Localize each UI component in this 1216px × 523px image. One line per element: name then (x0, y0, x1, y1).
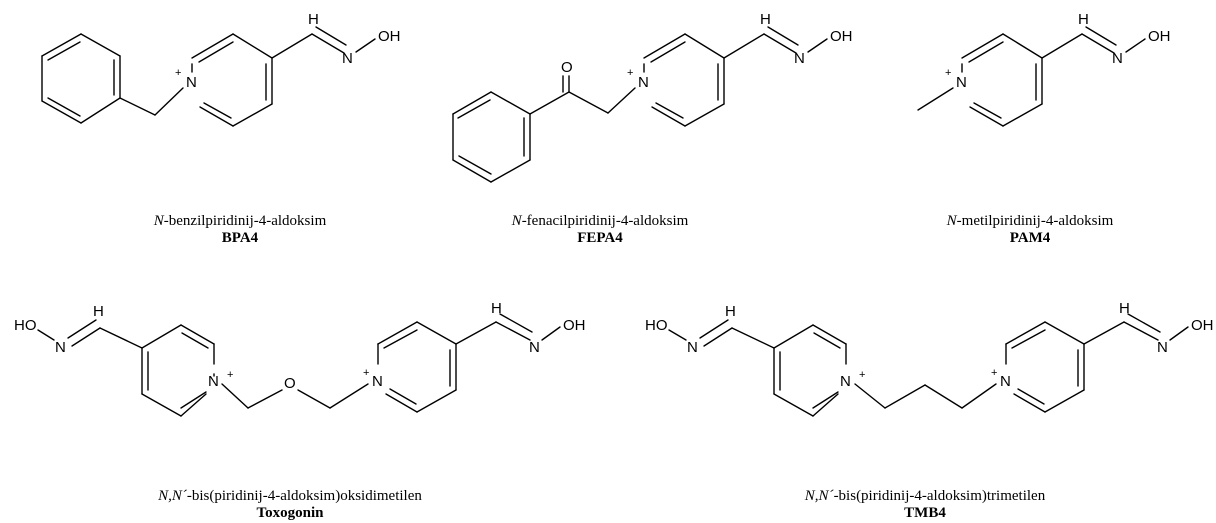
caption-bpa4-prefix: N (153, 213, 164, 229)
toxogonin-right-ring-nitrogen: N (372, 373, 383, 390)
caption-pam4-code: PAM4 (1009, 230, 1051, 246)
toxogonin-structure: HO N H N + O N + (14, 300, 586, 417)
caption-tmb4-code: TMB4 (904, 505, 946, 521)
caption-fepa4-code: FEPA4 (577, 230, 623, 246)
toxogonin-right-charge: + (363, 367, 369, 379)
caption-pam4: N-metilpiridinij-4-aldoksim PAM4 (900, 213, 1160, 247)
pam4-oxime-nitrogen: N (1112, 50, 1123, 67)
toxogonin-right-oxime-nitrogen: N (529, 339, 540, 356)
caption-tmb4-name: -bis(piridinij-4-aldoksim)trimetilen (833, 488, 1046, 504)
bpa4-charge: + (175, 67, 181, 79)
caption-pam4-name: -metilpiridinij-4-aldoksim (956, 213, 1114, 229)
caption-toxogonin: N,N´-bis(piridinij-4-aldoksim)oksidimeti… (120, 488, 460, 522)
tmb4-left-hydroxyl: HO (645, 317, 668, 334)
bpa4-ring-nitrogen: N (186, 74, 197, 91)
caption-toxogonin-code: Toxogonin (256, 505, 324, 521)
caption-bpa4: N-benzilpiridinij-4-aldoksim BPA4 (110, 213, 370, 247)
fepa4-oxime-hydrogen: H (760, 11, 771, 28)
tmb4-left-oxime-hydrogen: H (725, 303, 736, 320)
tmb4-right-charge: + (991, 367, 997, 379)
toxogonin-left-oxime-hydrogen: H (93, 303, 104, 320)
bpa4-hydroxyl: OH (378, 28, 401, 45)
fepa4-hydroxyl: OH (830, 28, 853, 45)
caption-bpa4-name: -benzilpiridinij-4-aldoksim (163, 213, 327, 229)
caption-fepa4-prefix: N (511, 213, 522, 229)
pam4-ring-nitrogen: N (956, 74, 967, 91)
tmb4-right-oxime-hydrogen: H (1119, 300, 1130, 317)
caption-fepa4-name: -fenacilpiridinij-4-aldoksim (521, 213, 689, 229)
tmb4-right-oxime-nitrogen: N (1157, 339, 1168, 356)
pam4-oxime-hydrogen: H (1078, 11, 1089, 28)
tmb4-left-oxime-nitrogen: N (687, 339, 698, 356)
caption-tmb4: N,N´-bis(piridinij-4-aldoksim)trimetilen… (760, 488, 1090, 522)
pam4-charge: + (945, 67, 951, 79)
pam4-structure: N + H N OH (917, 11, 1171, 127)
toxogonin-left-hydroxyl: HO (14, 317, 37, 334)
tmb4-right-hydroxyl: OH (1191, 317, 1214, 334)
bpa4-oxime-hydrogen: H (308, 11, 319, 28)
fepa4-ring-nitrogen: N (638, 74, 649, 91)
caption-fepa4: N-fenacilpiridinij-4-aldoksim FEPA4 (460, 213, 740, 247)
caption-bpa4-code: BPA4 (221, 230, 259, 246)
toxogonin-right-oxime-hydrogen: H (491, 300, 502, 317)
toxogonin-left-oxime-nitrogen: N (55, 339, 66, 356)
tmb4-right-ring-nitrogen: N (1000, 373, 1011, 390)
toxogonin-left-ring-nitrogen: N (208, 373, 219, 390)
toxogonin-right-hydroxyl: OH (563, 317, 586, 334)
bpa4-oxime-nitrogen: N (342, 50, 353, 67)
caption-toxogonin-prefix: N,N´ (158, 488, 187, 504)
fepa4-carbonyl-oxygen: O (561, 59, 573, 76)
tmb4-left-ring-nitrogen: N (840, 373, 851, 390)
fepa4-oxime-nitrogen: N (794, 50, 805, 67)
caption-pam4-prefix: N (946, 213, 957, 229)
toxogonin-bridge-oxygen: O (284, 375, 296, 392)
caption-tmb4-prefix: N,N´ (804, 488, 834, 504)
fepa4-structure: N + O H N OH (452, 11, 853, 183)
tmb4-structure: HO N H N + N + (645, 300, 1214, 417)
fepa4-charge: + (627, 67, 633, 79)
pam4-hydroxyl: OH (1148, 28, 1171, 45)
caption-toxogonin-name: -bis(piridinij-4-aldoksim)oksidimetilen (186, 488, 422, 504)
tmb4-left-charge: + (859, 369, 865, 381)
bpa4-structure: N + H N OH (41, 11, 401, 127)
toxogonin-left-charge: + (227, 369, 233, 381)
